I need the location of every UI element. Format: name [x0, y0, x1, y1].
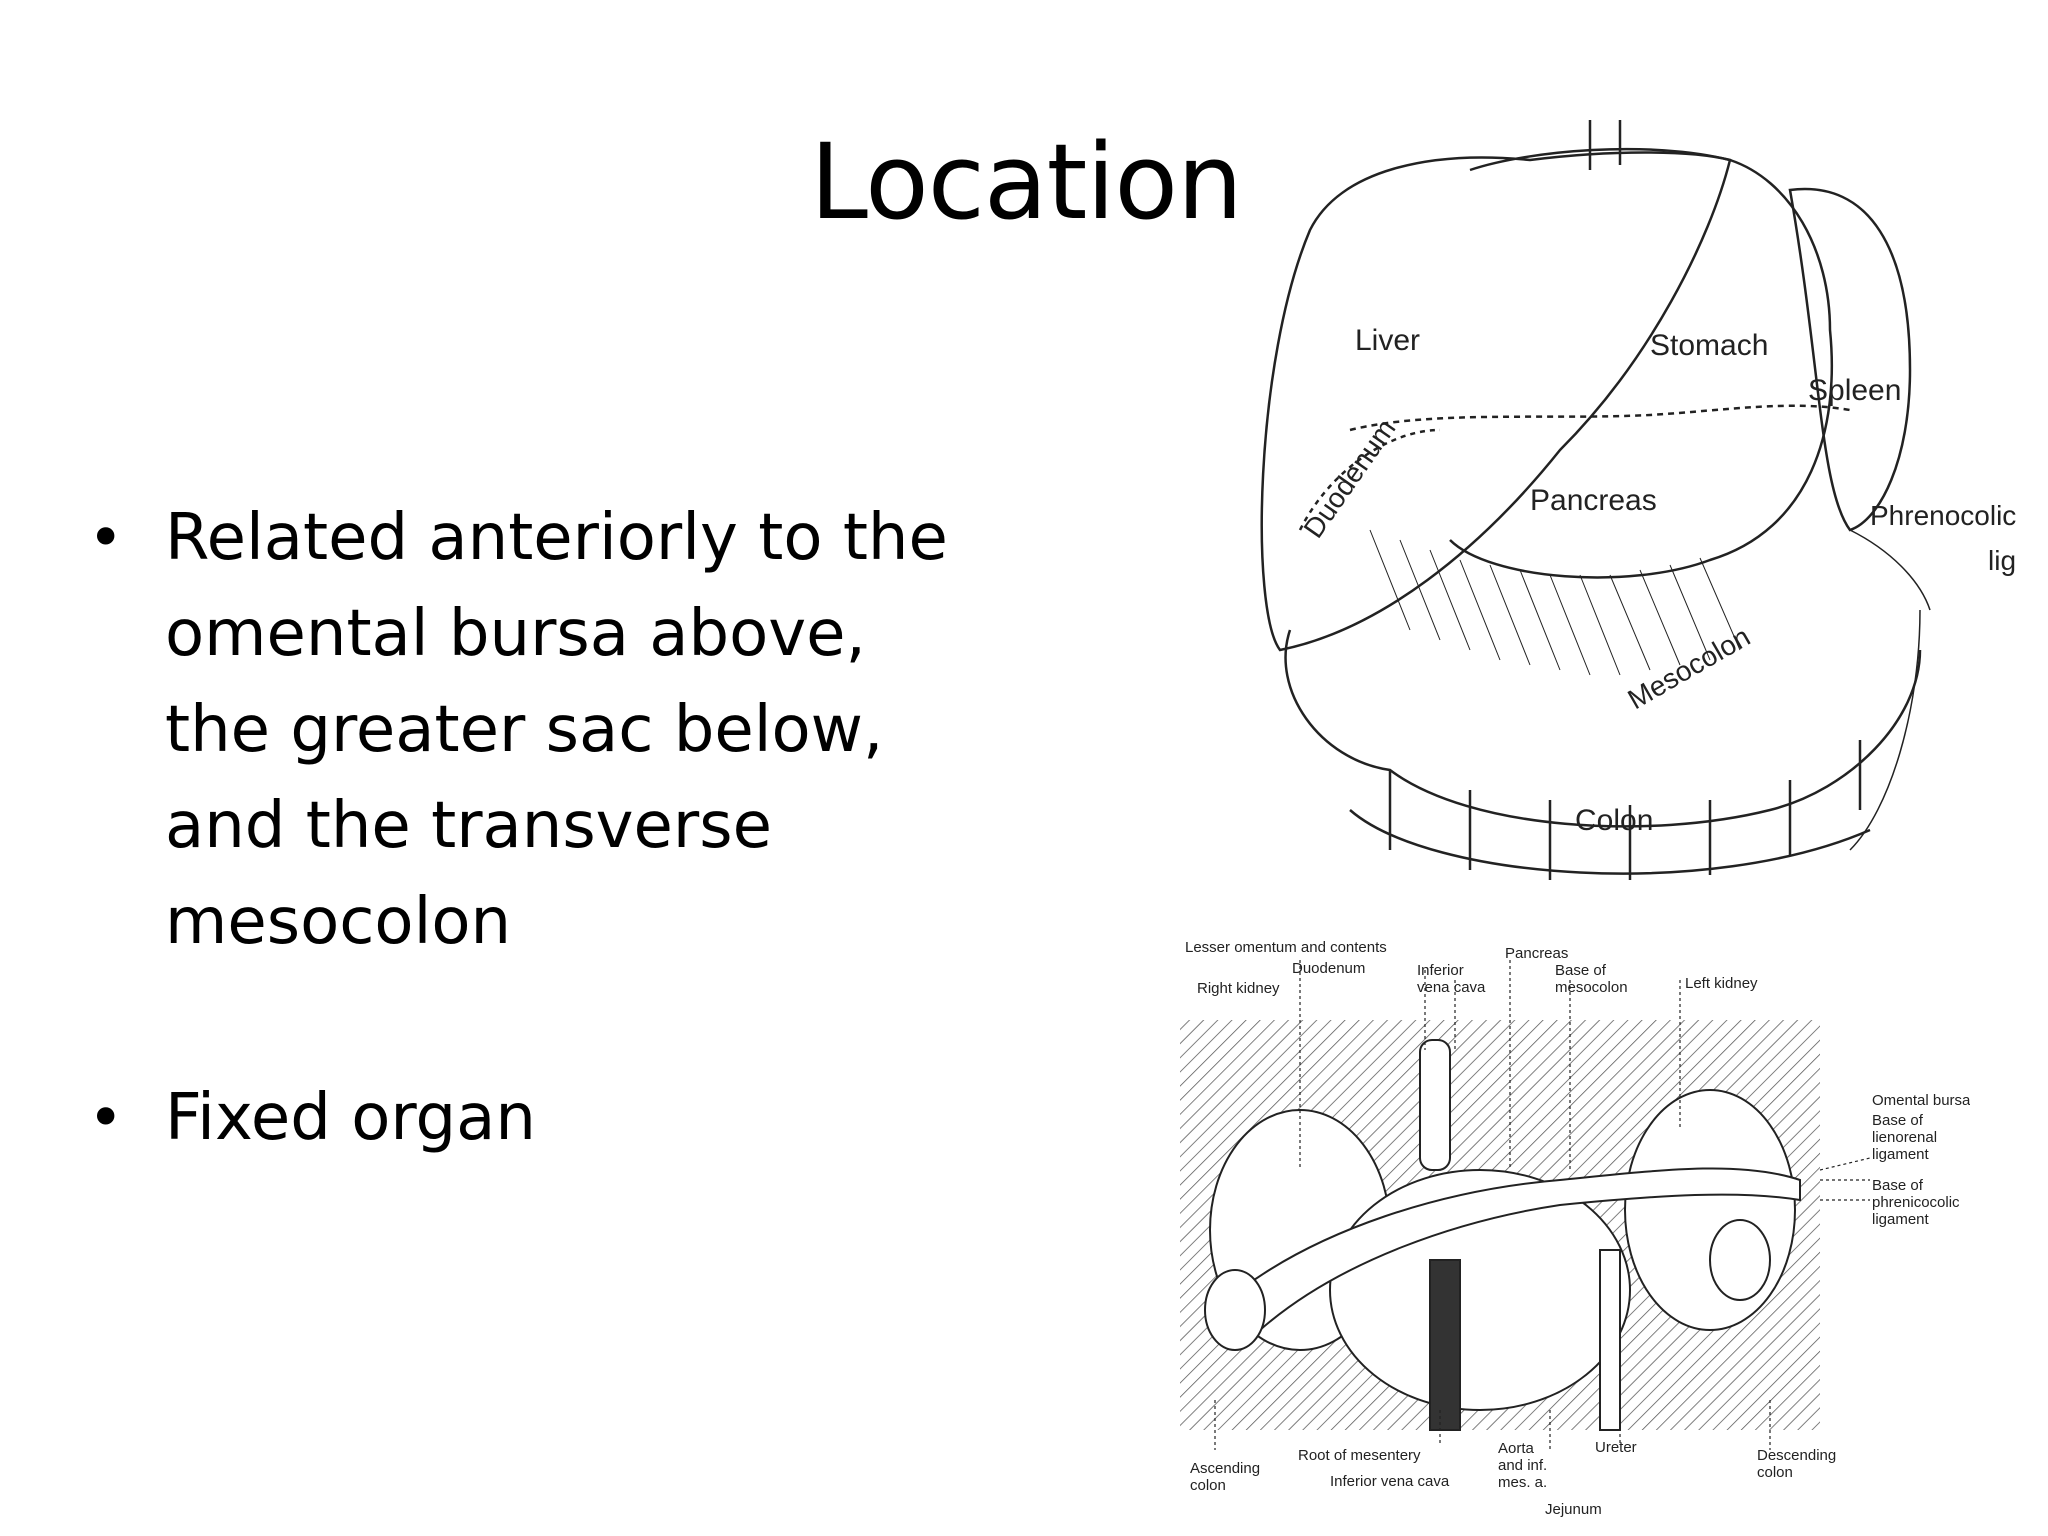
label-phrenocolic-lig: lig	[1988, 545, 2016, 576]
bullet-item: • Related anteriorly to the omental burs…	[80, 490, 980, 970]
bullet-dot-icon: •	[88, 503, 124, 573]
label-phrenocolic: Phrenocolic	[1870, 500, 2016, 531]
slide-title: Location	[810, 121, 1243, 243]
abdominal-organs-drawing: Liver Stomach Spleen Duodenum Pancreas P…	[1260, 120, 2016, 880]
label-left-kidney: Left kidney	[1685, 975, 1758, 992]
figure-posterior-relations: Lesser omentum and contents Pancreas Duo…	[1180, 930, 1970, 1530]
label-phrenicocolic: Base of	[1872, 1177, 1924, 1194]
label-pancreas-bottom: Pancreas	[1505, 945, 1568, 962]
label-ascending-colon-2: colon	[1190, 1477, 1226, 1494]
label-base-mesocolon-2: mesocolon	[1555, 979, 1628, 996]
label-aorta-2: and inf.	[1498, 1457, 1547, 1474]
label-omental-bursa: Omental bursa	[1872, 1092, 1970, 1109]
bullet-text: Fixed organ	[165, 1081, 536, 1155]
label-right-kidney: Right kidney	[1197, 980, 1280, 997]
label-liver: Liver	[1355, 324, 1420, 357]
label-lesser-omentum: Lesser omentum and contents	[1185, 939, 1387, 956]
label-lienorenal: Base of	[1872, 1112, 1924, 1129]
label-spleen: Spleen	[1808, 374, 1901, 407]
label-pancreas: Pancreas	[1530, 484, 1657, 517]
label-lienorenal-2: lienorenal	[1872, 1129, 1937, 1146]
bullet-list: • Related anteriorly to the omental burs…	[80, 490, 980, 1166]
label-inferior-vena-cava-bottom: Inferior vena cava	[1330, 1473, 1450, 1490]
label-inferior-vena-cava-2: vena cava	[1417, 979, 1486, 996]
label-descending-colon: Descending	[1757, 1447, 1836, 1464]
label-colon: Colon	[1575, 804, 1653, 837]
posterior-relations-drawing: Lesser omentum and contents Pancreas Duo…	[1180, 939, 1970, 1518]
label-phrenicocolic-2: phrenicocolic	[1872, 1194, 1960, 1211]
label-lienorenal-3: ligament	[1872, 1146, 1930, 1163]
label-jejunum: Jejunum	[1545, 1501, 1602, 1518]
label-root-mesentery: Root of mesentery	[1298, 1447, 1421, 1464]
label-inferior-vena-cava: Inferior	[1417, 962, 1464, 979]
label-mesocolon: Mesocolon	[1623, 621, 1756, 716]
label-stomach: Stomach	[1650, 329, 1768, 362]
bullet-dot-icon: •	[88, 1083, 124, 1153]
label-base-mesocolon: Base of	[1555, 962, 1607, 979]
label-aorta: Aorta	[1498, 1440, 1535, 1457]
label-phrenicocolic-3: ligament	[1872, 1211, 1930, 1228]
bullet-text: Related anteriorly to the omental bursa …	[165, 501, 948, 959]
bullet-item: • Fixed organ	[80, 1070, 980, 1166]
figure-abdominal-organs: Liver Stomach Spleen Duodenum Pancreas P…	[1230, 110, 2030, 900]
label-duodenum-bottom: Duodenum	[1292, 960, 1365, 977]
label-duodenum: Duodenum	[1298, 413, 1402, 543]
label-ascending-colon: Ascending	[1190, 1460, 1260, 1477]
label-descending-colon-2: colon	[1757, 1464, 1793, 1481]
label-aorta-3: mes. a.	[1498, 1474, 1547, 1491]
label-ureter: Ureter	[1595, 1439, 1637, 1456]
